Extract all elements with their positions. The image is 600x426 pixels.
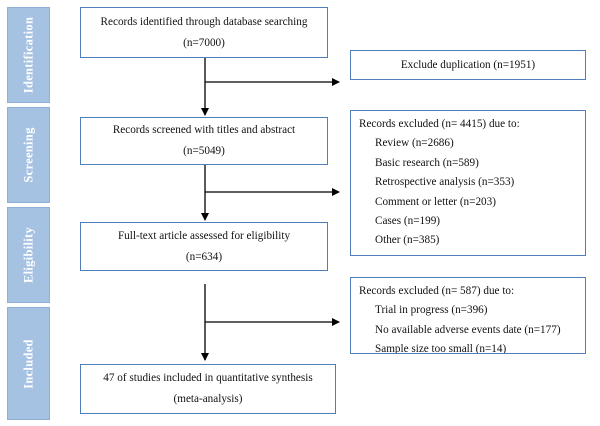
excluded-eligibility-box: Records excluded (n= 587) due to: Trial …: [350, 277, 586, 354]
screened-text: Records screened with titles and abstrac…: [112, 124, 296, 136]
excluded-screening-item: Basic research (n=589): [375, 156, 479, 169]
excluded-screening-item: Retrospective analysis (n=353): [375, 176, 515, 189]
excluded-eligibility-heading: Records excluded (n= 587) due to:: [359, 285, 515, 297]
screened-box: Records screened with titles and abstrac…: [80, 117, 328, 165]
screened-count: (n=5049): [183, 145, 225, 157]
identified-text: Records identified through database sear…: [100, 15, 308, 28]
phase-identification: Identification: [7, 7, 50, 103]
duplication-text: Exclude duplication (n=1951): [400, 58, 536, 71]
phase-screening: Screening: [7, 107, 50, 203]
excluded-screening-box: Records excluded (n= 4415) due to: Revie…: [350, 110, 586, 256]
fulltext-text: Full-text article assessed for eligibili…: [117, 229, 291, 242]
included-subtext: (meta-analysis): [173, 393, 243, 405]
excluded-eligibility-item: Trial in progress (n=396): [375, 304, 488, 317]
fulltext-count: (n=634): [185, 250, 223, 263]
phase-included: Included: [7, 307, 50, 420]
excluded-screening-item: Review (n=2686): [375, 137, 454, 150]
excluded-screening-item: Comment or letter (n=203): [375, 195, 496, 208]
included-text: 47 of studies included in quantitative s…: [103, 372, 313, 384]
included-box: 47 of studies included in quantitative s…: [80, 364, 336, 414]
excluded-screening-item: Cases (n=199): [375, 215, 441, 228]
excluded-screening-item: Other (n=385): [375, 234, 440, 247]
excluded-eligibility-item: Sample size too small (n=14): [375, 343, 507, 354]
identified-count: (n=7000): [183, 36, 225, 49]
fulltext-box: Full-text article assessed for eligibili…: [80, 222, 328, 271]
phase-eligibility: Eligibility: [7, 207, 50, 303]
excluded-eligibility-item: No available adverse events date (n=177): [375, 323, 561, 336]
duplication-box: Exclude duplication (n=1951): [350, 50, 586, 80]
identified-box: Records identified through database sear…: [80, 7, 328, 58]
excluded-screening-heading: Records excluded (n= 4415) due to:: [359, 118, 520, 130]
